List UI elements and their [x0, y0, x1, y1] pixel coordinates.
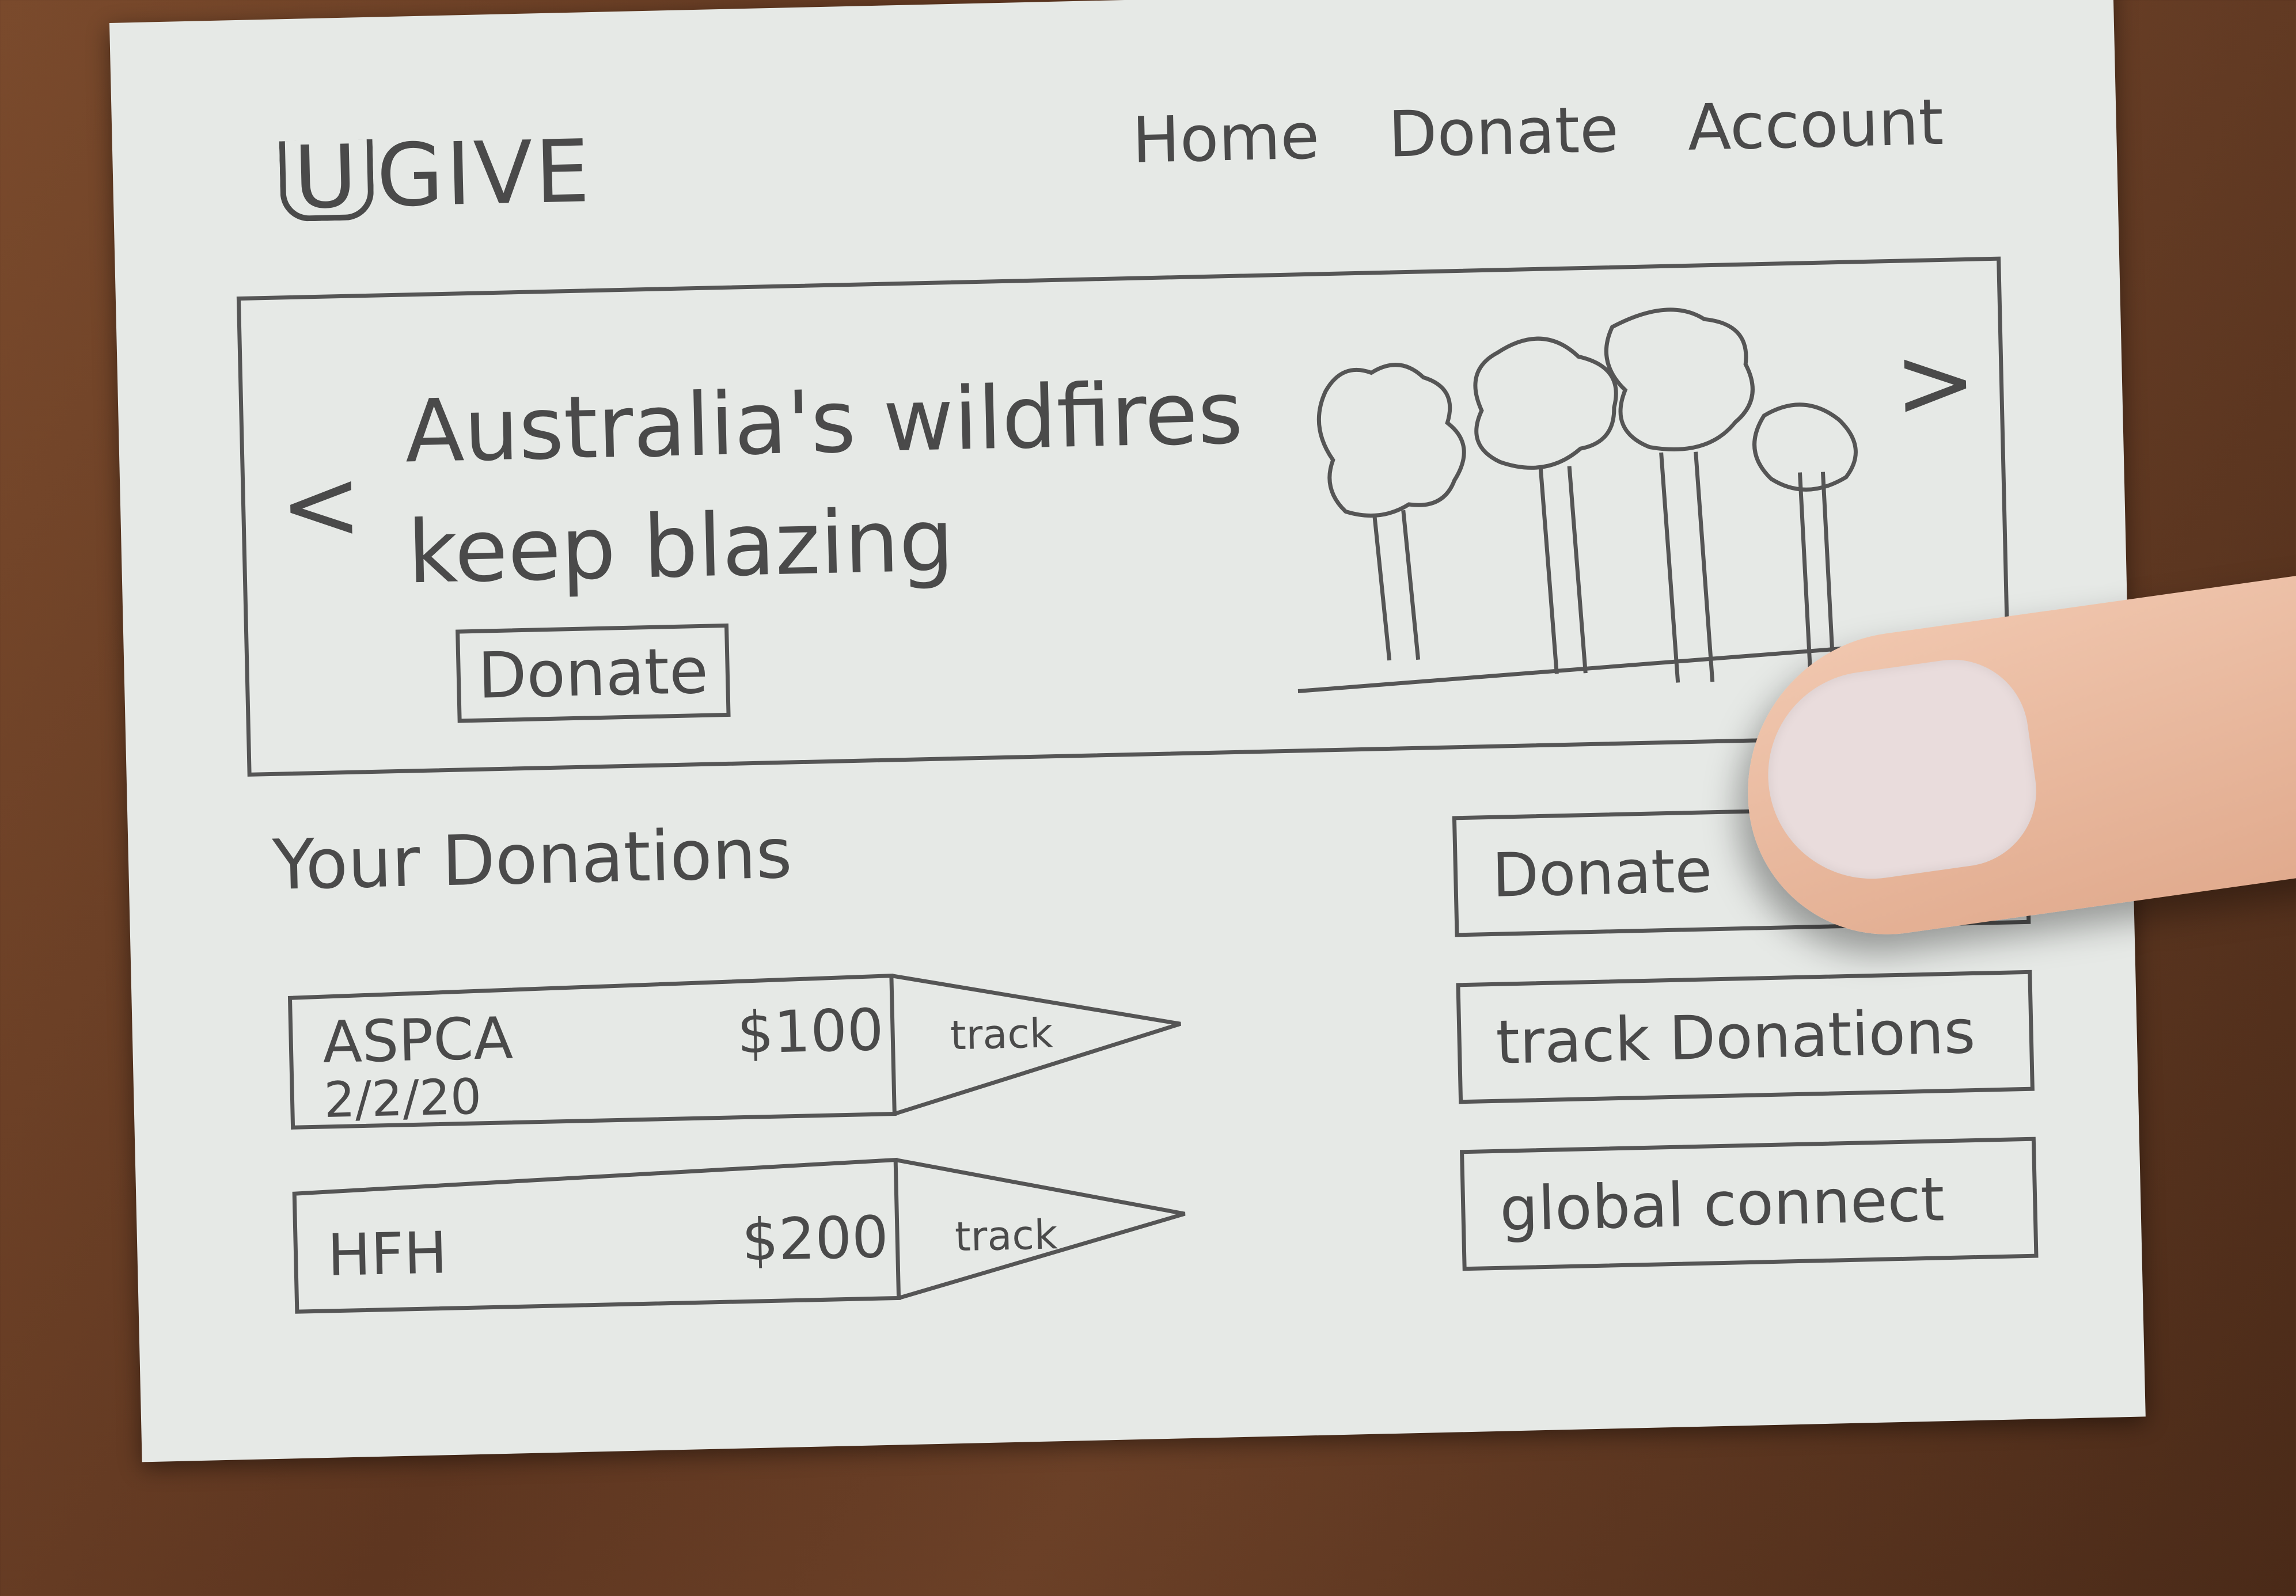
- your-donations-title: Your Donations: [271, 814, 793, 906]
- donation-track-link[interactable]: track: [954, 1211, 1058, 1261]
- donation-card-aspca[interactable]: ASPCA $100 2/2/20 track: [287, 966, 1211, 1130]
- hero-title: Australia's wildfires keep blazing: [404, 363, 1244, 603]
- donation-track-link[interactable]: track: [950, 1009, 1054, 1059]
- fingernail: [1755, 649, 2046, 892]
- logo-text: GIVE: [375, 121, 593, 227]
- donation-org: ASPCA: [321, 1004, 514, 1077]
- carousel-next-arrow[interactable]: >: [1893, 324, 1978, 440]
- global-connect-button[interactable]: global connect: [1460, 1137, 2039, 1271]
- hero-carousel: < Australia's wildfires keep blazing Don…: [236, 256, 2012, 777]
- carousel-prev-arrow[interactable]: <: [278, 447, 363, 564]
- donation-amount: $100: [736, 995, 885, 1067]
- top-nav: Home Donate Account: [1132, 85, 1944, 177]
- donation-card-outline: [292, 1157, 1186, 1314]
- nav-donate[interactable]: Donate: [1387, 92, 1620, 172]
- trees-illustration: [1297, 307, 1919, 693]
- donation-date: 2/2/20: [323, 1068, 483, 1130]
- hero-donate-button[interactable]: Donate: [456, 623, 731, 723]
- track-donations-button[interactable]: track Donations: [1456, 970, 2035, 1104]
- donation-amount: $200: [741, 1203, 890, 1274]
- donation-card-hfh[interactable]: HFH $200 track: [291, 1150, 1215, 1314]
- logo-u-mark: U: [279, 127, 374, 229]
- donation-org: HFH: [327, 1219, 448, 1289]
- nav-home[interactable]: Home: [1131, 99, 1320, 177]
- donation-card-outline: [287, 973, 1181, 1130]
- nav-account[interactable]: Account: [1687, 85, 1945, 165]
